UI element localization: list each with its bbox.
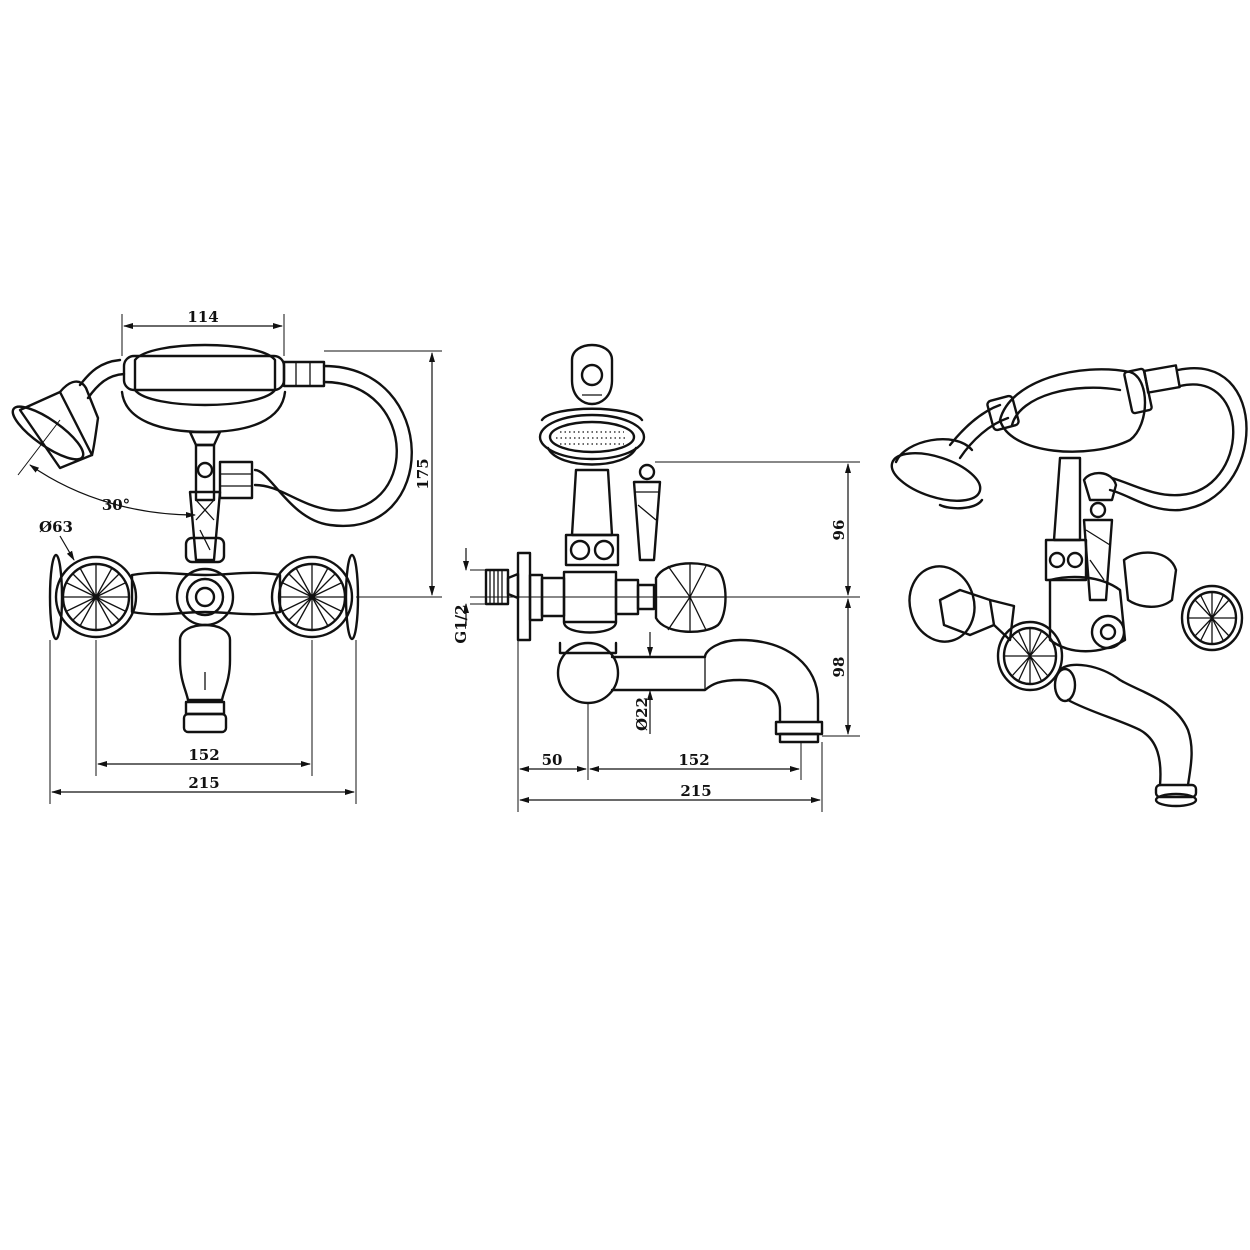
side-lever <box>632 463 662 562</box>
label-30-deg: 30° <box>102 496 130 514</box>
dim-arc-30 <box>29 464 196 518</box>
persp-spout <box>1053 663 1198 808</box>
persp-column <box>1044 456 1118 602</box>
label-175: 175 <box>414 458 432 489</box>
label-50: 50 <box>542 751 563 769</box>
dim-leader-63 <box>59 535 75 561</box>
front-view: 114 175 30° Ø63 152 215 <box>11 308 442 804</box>
persp-handshower-body <box>986 364 1181 453</box>
front-spout <box>178 623 232 734</box>
label-152-side: 152 <box>678 751 709 769</box>
front-shower-head <box>11 358 126 470</box>
front-handshower-body <box>120 343 326 434</box>
side-column <box>564 468 620 567</box>
perspective-view <box>890 364 1248 808</box>
front-main-body <box>130 567 282 627</box>
label-152-front: 152 <box>188 746 219 764</box>
side-shower-head <box>538 407 646 466</box>
label-215-front: 215 <box>188 774 219 792</box>
label-215-side: 215 <box>680 782 711 800</box>
persp-hose-outer <box>1108 367 1248 512</box>
label-96: 96 <box>830 520 848 541</box>
persp-hose-inner <box>1110 383 1235 497</box>
front-cradle-column <box>188 430 254 502</box>
label-98: 98 <box>830 657 848 678</box>
side-knob <box>654 562 727 633</box>
persp-left-knob <box>996 620 1064 692</box>
persp-left-flange <box>908 565 1016 643</box>
label-dia-22: Ø22 <box>633 697 651 731</box>
label-dia-63: Ø63 <box>39 518 73 536</box>
side-wall-hook <box>570 343 614 406</box>
side-spout <box>556 638 824 744</box>
front-right-knob <box>270 553 360 641</box>
side-view: G1/2 96 98 Ø22 50 152 215 <box>452 343 860 812</box>
label-g12: G1/2 <box>452 604 470 643</box>
label-114: 114 <box>187 308 218 326</box>
side-wall-flange <box>484 551 544 642</box>
front-hose-inner <box>253 380 398 512</box>
front-diverter-lever <box>184 490 226 564</box>
persp-right-knob <box>1180 584 1244 652</box>
front-left-knob <box>48 553 138 641</box>
persp-shower-head <box>890 403 1010 510</box>
side-valve-body <box>540 570 656 634</box>
persp-body <box>1048 551 1178 653</box>
